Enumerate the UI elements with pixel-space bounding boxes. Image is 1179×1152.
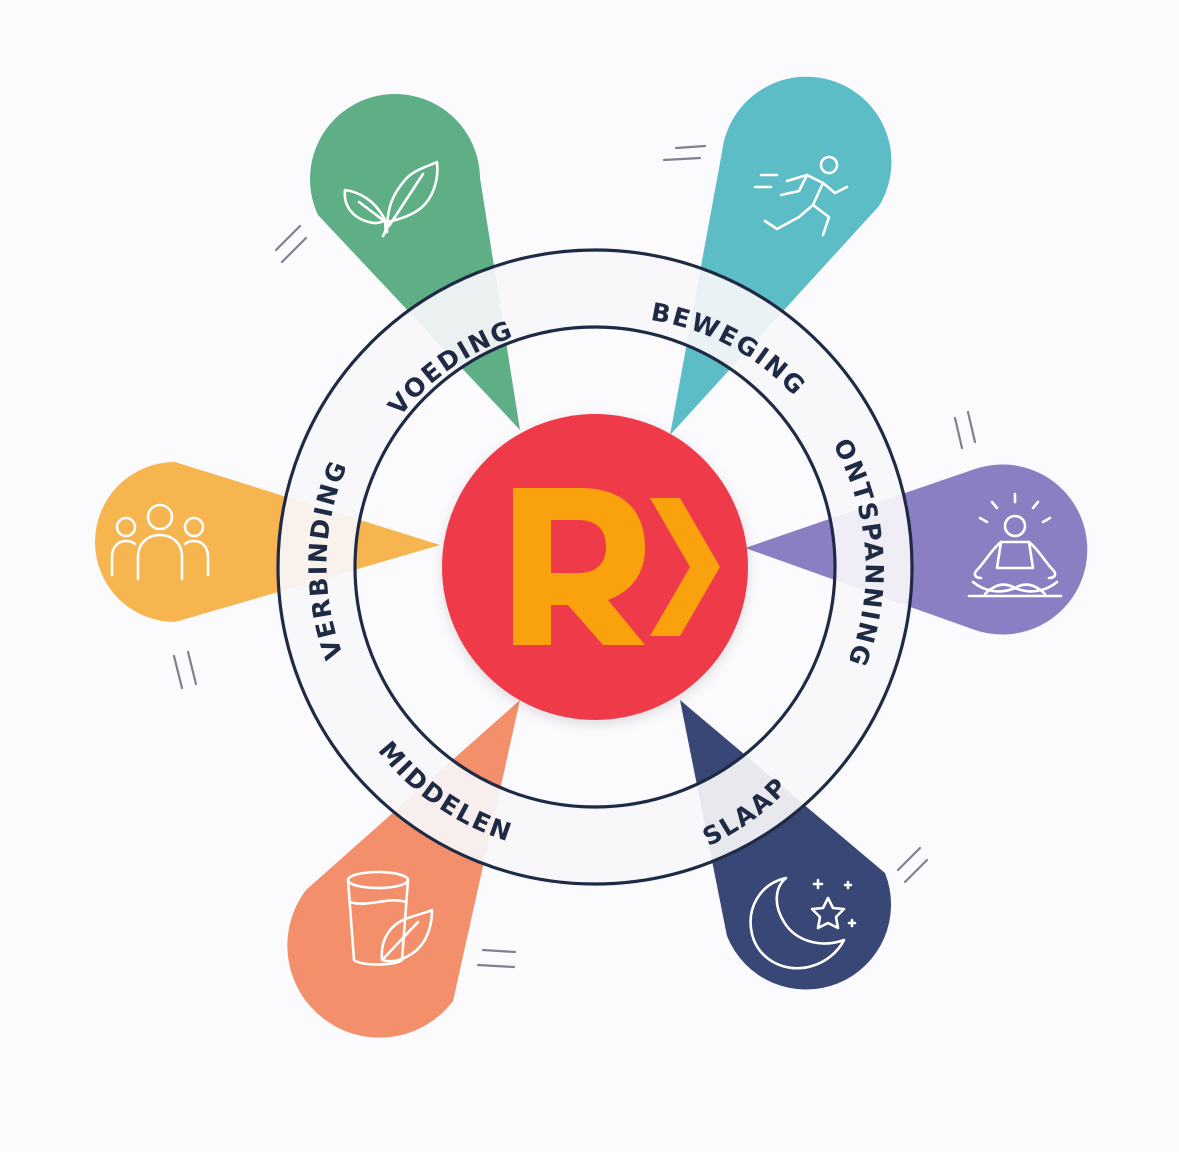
ring-inner-edge — [353, 325, 837, 809]
leaf-sprout-icon — [343, 160, 439, 238]
people-group-icon — [110, 503, 210, 581]
ring — [276, 248, 914, 886]
moon-stars-icon — [749, 876, 857, 970]
logo-letter-r — [513, 488, 645, 645]
logo-mark — [513, 488, 720, 645]
logo-chevron — [650, 498, 720, 636]
motion-mark-right — [953, 410, 977, 450]
glass-leaf-icon — [346, 870, 434, 966]
motion-mark-top-left — [274, 224, 308, 264]
motion-marks — [172, 144, 977, 969]
motion-mark-left — [172, 650, 198, 690]
runner-icon — [753, 155, 849, 237]
ring-outer-edge — [276, 248, 914, 886]
meditation-icon — [967, 492, 1063, 598]
ring-band — [279, 251, 911, 883]
petal-verbinding — [95, 462, 440, 622]
motion-mark-bottom-right — [896, 846, 929, 884]
petal-verbinding-shape — [95, 462, 440, 622]
motion-mark-bottom — [476, 948, 517, 969]
motion-mark-top-right — [662, 144, 707, 162]
